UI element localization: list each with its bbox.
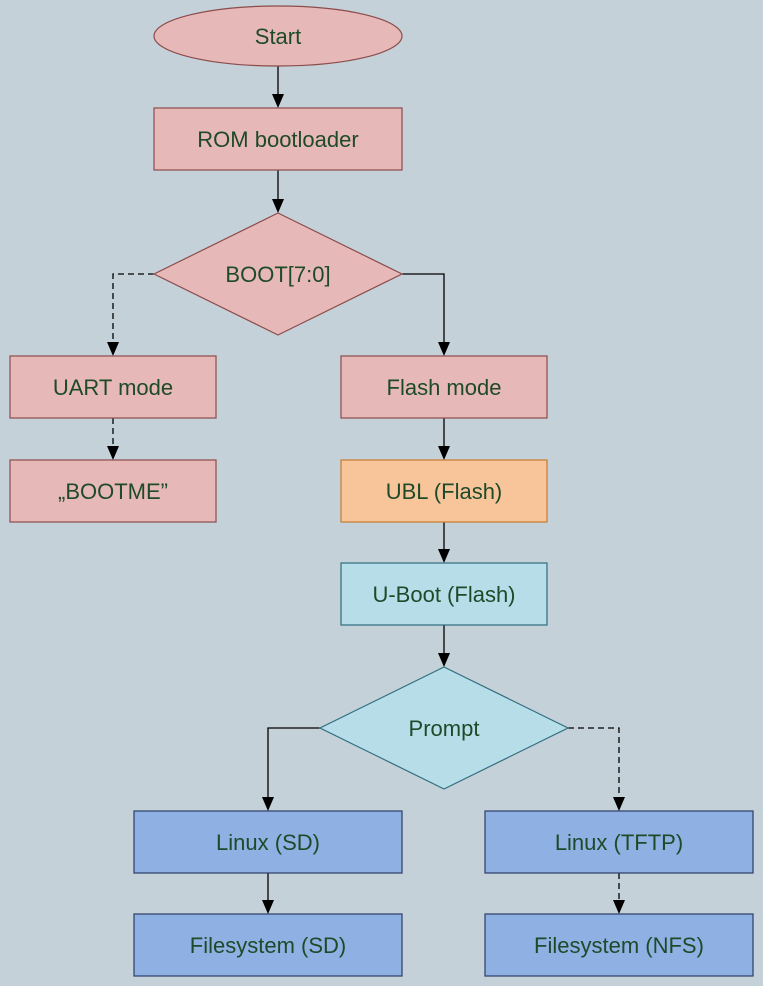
arrowhead-icon — [107, 342, 119, 356]
node-label: Linux (SD) — [216, 830, 320, 855]
connector-line — [568, 727, 620, 799]
node-label: Start — [255, 24, 301, 49]
edges — [107, 66, 625, 914]
node-fs-nfs: Filesystem (NFS) — [484, 913, 754, 977]
arrowhead-icon — [262, 900, 274, 914]
node-label: Filesystem (NFS) — [534, 933, 704, 958]
flash-rect-shape — [340, 355, 548, 419]
arrowhead-icon — [438, 446, 450, 460]
edge-boot-to-uart — [107, 273, 154, 356]
node-ubl: UBL (Flash) — [340, 459, 548, 523]
node-linux-tftp: Linux (TFTP) — [484, 810, 754, 874]
edge-flash-to-ubl — [438, 418, 450, 460]
node-start: Start — [153, 5, 403, 67]
edge-uart-to-bootme — [107, 418, 119, 460]
node-uboot: U-Boot (Flash) — [340, 562, 548, 626]
node-linux-sd: Linux (SD) — [133, 810, 403, 874]
uboot-rect-shape — [340, 562, 548, 626]
connector-line — [267, 727, 320, 799]
ubl-rect-shape — [340, 459, 548, 523]
node-flash: Flash mode — [340, 355, 548, 419]
node-label: BOOT[7:0] — [225, 262, 330, 287]
edge-rom-to-boot — [272, 170, 284, 213]
node-prompt: Prompt — [318, 666, 570, 790]
node-label: U-Boot (Flash) — [372, 582, 515, 607]
rom-rect-shape — [153, 107, 403, 171]
node-label: „BOOTME” — [58, 479, 168, 504]
arrowhead-icon — [107, 446, 119, 460]
linux-tftp-rect-shape — [484, 810, 754, 874]
edge-start-to-rom — [272, 66, 284, 108]
node-label: UART mode — [53, 375, 173, 400]
node-uart: UART mode — [9, 355, 217, 419]
edge-linux_tftp-to-fs_nfs — [613, 873, 625, 914]
node-label: Prompt — [409, 716, 480, 741]
node-label: ROM bootloader — [197, 127, 358, 152]
node-fs-sd: Filesystem (SD) — [133, 913, 403, 977]
node-label: Flash mode — [387, 375, 502, 400]
node-label: UBL (Flash) — [386, 479, 503, 504]
edge-ubl-to-uboot — [438, 522, 450, 563]
edge-prompt-to-linux_sd — [262, 727, 320, 811]
bootme-rect-shape — [9, 459, 217, 523]
edge-boot-to-flash — [402, 273, 450, 356]
node-rom: ROM bootloader — [153, 107, 403, 171]
node-label: Filesystem (SD) — [190, 933, 346, 958]
fs-nfs-rect-shape — [484, 913, 754, 977]
arrowhead-icon — [613, 900, 625, 914]
linux-sd-rect-shape — [133, 810, 403, 874]
edge-uboot-to-prompt — [438, 625, 450, 667]
arrowhead-icon — [438, 549, 450, 563]
fs-sd-rect-shape — [133, 913, 403, 977]
edge-linux_sd-to-fs_sd — [262, 873, 274, 914]
node-boot: BOOT[7:0] — [152, 212, 404, 336]
arrowhead-icon — [438, 653, 450, 667]
connector-line — [402, 273, 445, 344]
node-bootme: „BOOTME” — [9, 459, 217, 523]
connector-line — [112, 273, 154, 344]
arrowhead-icon — [438, 342, 450, 356]
prompt-diamond-shape — [318, 666, 570, 790]
arrowhead-icon — [613, 797, 625, 811]
start-ellipse-shape — [153, 5, 403, 67]
arrowhead-icon — [272, 199, 284, 213]
edge-prompt-to-linux_tftp — [568, 727, 625, 811]
arrowhead-icon — [262, 797, 274, 811]
node-label: Linux (TFTP) — [555, 830, 683, 855]
boot-diamond-shape — [152, 212, 404, 336]
uart-rect-shape — [9, 355, 217, 419]
arrowhead-icon — [272, 94, 284, 108]
